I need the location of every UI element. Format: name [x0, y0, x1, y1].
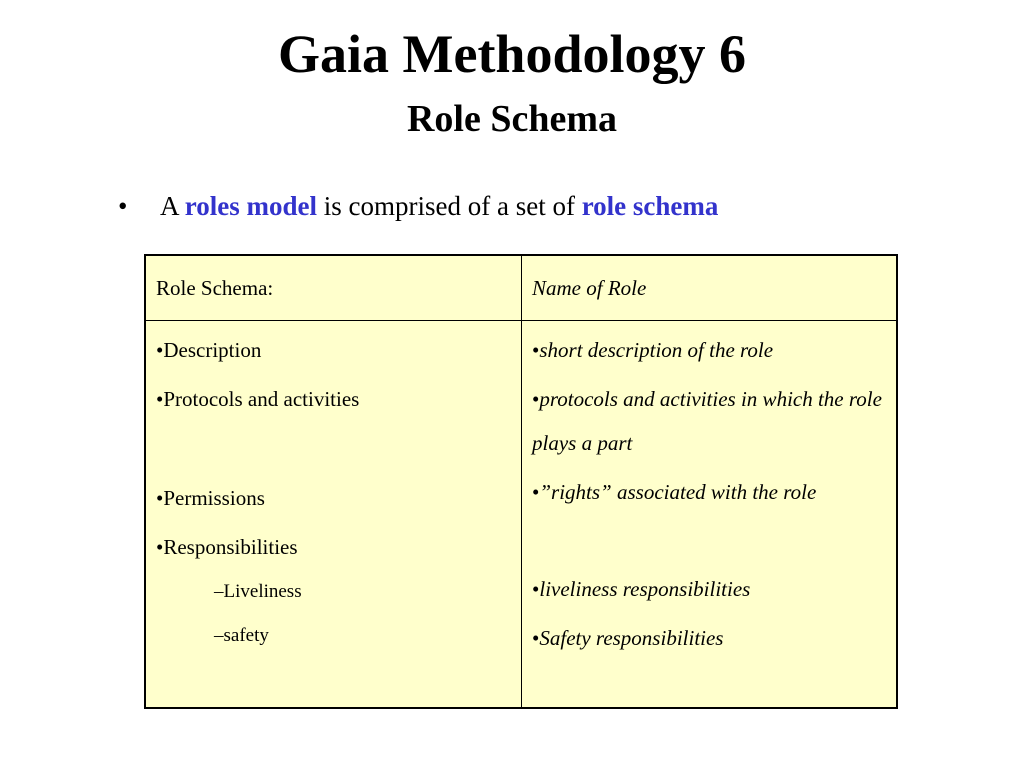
value-safety-marker: •: [532, 626, 540, 650]
value-description-marker: •: [532, 338, 540, 362]
item-permissions: •Permissions: [156, 486, 265, 510]
value-liveliness-text: liveliness responsibilities: [539, 577, 751, 601]
item-responsibilities: •Responsibilities: [156, 535, 298, 559]
value-safety: •Safety responsibilities: [532, 623, 723, 653]
item-safety: –safety: [214, 625, 269, 646]
value-protocols-marker: •: [532, 387, 540, 411]
value-description-text: short description of the role: [539, 338, 774, 362]
intro-bullet: •A roles model is comprised of a set of …: [118, 186, 718, 226]
value-permissions: •”rights” associated with the role: [532, 477, 816, 507]
term-role-schema: role schema: [581, 191, 719, 221]
right-cell: •short description of the role •protocol…: [521, 320, 898, 709]
header-role-schema: Role Schema:: [144, 254, 522, 321]
bullet-marker: •: [118, 191, 128, 221]
slide-title: Gaia Methodology 6: [278, 24, 746, 84]
table-header-row: Role Schema: Name of Role: [144, 254, 898, 321]
item-protocols: •Protocols and activities: [156, 387, 360, 411]
value-liveliness-marker: •: [532, 577, 540, 601]
slide-subtitle: Role Schema: [406, 98, 618, 140]
value-liveliness: •liveliness responsibilities: [532, 574, 750, 604]
value-description: •short description of the role: [532, 335, 773, 365]
table-body-row: •Description •Protocols and activities •…: [144, 320, 898, 709]
bullet-prefix: A: [160, 191, 185, 221]
value-permissions-text: ”rights” associated with the role: [539, 480, 817, 504]
header-name-of-role: Name of Role: [521, 254, 898, 321]
value-permissions-marker: •: [532, 480, 540, 504]
value-safety-text: Safety responsibilities: [539, 626, 724, 650]
value-protocols: •protocols and activities in which the r…: [532, 377, 887, 465]
value-protocols-text: protocols and activities in which the ro…: [532, 387, 882, 455]
item-description: •Description: [156, 338, 262, 362]
item-liveliness: –Liveliness: [214, 581, 302, 602]
term-roles-model: roles model: [184, 191, 317, 221]
role-schema-table: Role Schema: Name of Role •Description •…: [144, 254, 898, 709]
left-cell: •Description •Protocols and activities •…: [144, 320, 522, 709]
bullet-middle: is comprised of a set of: [317, 191, 582, 221]
